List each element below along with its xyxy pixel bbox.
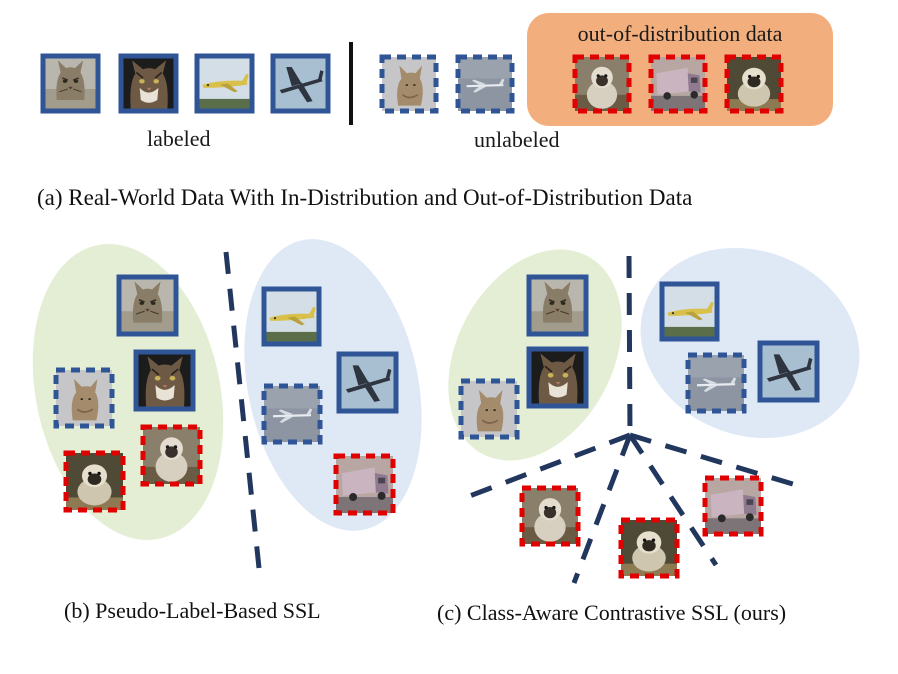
ood-data-title: out-of-distribution data [577,21,783,46]
panel-b-labeled-cat-2 [133,349,196,412]
panel-c-ood-monkey-1 [519,485,581,547]
panel-b-unlabeled-plane [261,383,323,445]
labeled-cat-1 [40,53,101,114]
unlabeled-label: unlabeled [474,127,560,152]
labeled-plane-1 [194,53,255,114]
labeled-cat-2 [118,53,179,114]
ood-truck [648,54,708,114]
panel-c-labeled-cat-2 [526,346,589,409]
panel-c-unlabeled-plane [685,352,747,414]
panel-c-plane-cluster [640,247,860,439]
panel-b-labeled-plane-2 [336,351,399,414]
ood-monkey-2 [724,54,784,114]
caption-a: (a) Real-World Data With In-Distribution… [37,185,693,210]
panel-b-labeled-plane-1 [261,286,322,347]
panel-c-ood-truck [702,475,764,537]
panel-b-ood-truck [333,453,396,516]
panel-b-unlabeled-cat [53,367,115,429]
labeled-plane-2 [270,53,331,114]
panel-c-unlabeled-cat [458,378,520,440]
panel-b-labeled-cat-1 [116,274,179,337]
panel-c-labeled-plane-1 [659,281,720,342]
unlabeled-plane [455,54,515,114]
panel-c-labeled-plane-2 [757,340,820,403]
ood-monkey-1 [572,54,632,114]
unlabeled-cat [379,54,439,114]
panel-b-plane-cluster [244,239,422,531]
panel-c-labeled-cat-1 [526,274,589,337]
labeled-label: labeled [147,126,211,151]
panel-b-decision-boundary [223,251,262,569]
caption-c: (c) Class-Aware Contrastive SSL (ours) [437,600,787,625]
panel-c-ood-monkey-2 [618,517,680,579]
panel-b-ood-monkey-2 [63,450,126,513]
panel-c-decision-boundaries [466,255,807,584]
panel-b-ood-monkey-1 [140,424,203,487]
caption-b: (b) Pseudo-Label-Based SSL [64,598,321,623]
